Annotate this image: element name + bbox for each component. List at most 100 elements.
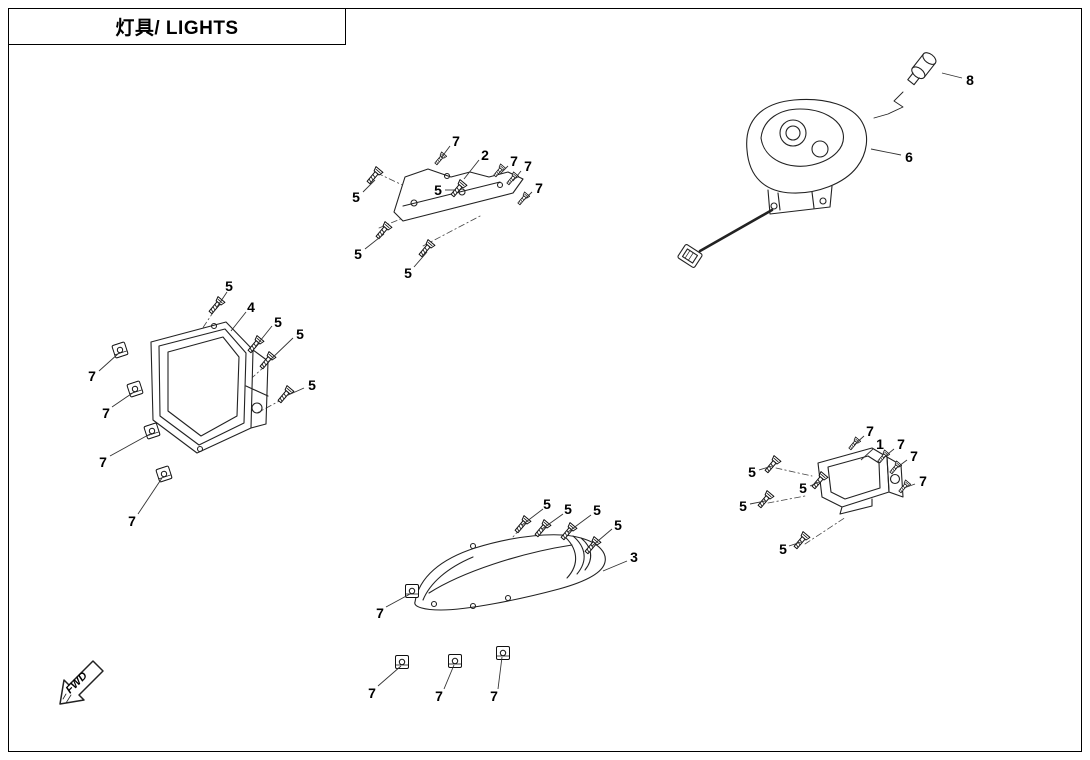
taillight-lens (779, 119, 807, 147)
callout-7: 7 (102, 405, 110, 421)
wire-connector (677, 244, 703, 268)
leader-line (882, 448, 895, 459)
callout-4: 4 (247, 299, 255, 315)
leader-line (267, 337, 294, 363)
leader-line (499, 165, 509, 175)
leader-line (860, 448, 874, 461)
callout-5: 5 (799, 480, 807, 496)
leader-line (523, 191, 533, 201)
leader-line (440, 145, 451, 159)
clip-nut-icon (155, 465, 173, 483)
callout-5: 5 (564, 501, 572, 517)
leader-line (377, 665, 402, 687)
callout-3: 3 (630, 549, 638, 565)
bracket-body (393, 168, 524, 222)
screw-icon (257, 351, 277, 371)
callout-7: 7 (910, 448, 918, 464)
screw-icon (515, 191, 531, 207)
taillight-assembly (677, 52, 937, 268)
leader-line (216, 291, 228, 308)
front-lens-assembly (394, 515, 606, 670)
leader-line (853, 435, 865, 446)
callout-7: 7 (435, 688, 443, 704)
small-light-body (817, 447, 890, 508)
callout-2: 2 (481, 147, 489, 163)
screw-icon (373, 221, 393, 241)
leader-line (809, 481, 820, 487)
callout-5: 5 (308, 377, 316, 393)
leader-line (111, 391, 135, 408)
callout-5: 5 (779, 541, 787, 557)
callout-7: 7 (919, 473, 927, 489)
leader-line (413, 251, 428, 268)
clip-nut-icon (495, 645, 511, 661)
taillight-body (746, 98, 868, 194)
screw-icon (755, 490, 775, 510)
leader-line (512, 170, 522, 182)
leader-line (285, 387, 305, 397)
callout-8: 8 (966, 72, 974, 88)
clip-nut-icon (447, 653, 463, 669)
screw-icon (887, 460, 903, 476)
bulb (907, 52, 937, 86)
callout-7: 7 (376, 605, 384, 621)
callout-1: 1 (876, 436, 884, 452)
clip-nut-icon (111, 341, 129, 359)
leader-line (602, 560, 628, 572)
screw-icon (791, 531, 811, 551)
callout-5: 5 (352, 189, 360, 205)
detail-lines (760, 108, 844, 215)
screw-icon (416, 239, 436, 259)
leader-line (255, 325, 273, 347)
clip-nut-icon (143, 422, 161, 440)
headlight-bracket-assembly (364, 151, 531, 259)
detail-lines (158, 322, 269, 453)
leader-line (894, 459, 908, 470)
bulb-spring-wire (873, 91, 904, 119)
callout-5: 5 (225, 278, 233, 294)
callout-7: 7 (866, 423, 874, 439)
leader-line (98, 352, 120, 372)
small-light-assembly (755, 436, 912, 551)
fwd-arrow: FWD (59, 660, 104, 705)
fwd-arrow-shape (59, 660, 104, 705)
callout-5: 5 (404, 265, 412, 281)
leader-line (230, 311, 247, 332)
leader-line (941, 72, 963, 79)
leader-line (109, 433, 151, 457)
screw-icon (896, 479, 912, 495)
leader-lines-layer (98, 72, 963, 690)
detail-lines (422, 534, 592, 610)
callout-7: 7 (452, 133, 460, 149)
leader-line (541, 513, 564, 530)
callout-5: 5 (593, 502, 601, 518)
callout-7: 7 (368, 685, 376, 701)
callout-7: 7 (897, 436, 905, 452)
clip-nut-icon (394, 654, 410, 670)
callout-5: 5 (296, 326, 304, 342)
leader-line (497, 656, 503, 690)
leader-line (788, 541, 802, 547)
callout-5: 5 (354, 246, 362, 262)
callout-7: 7 (490, 688, 498, 704)
leader-line (443, 664, 455, 690)
callout-7: 7 (524, 158, 532, 174)
leader-line (463, 159, 480, 180)
screw-icon (432, 151, 448, 167)
screw-icon (364, 166, 384, 186)
leader-line (567, 514, 592, 533)
callout-7: 7 (128, 513, 136, 529)
callout-7: 7 (88, 368, 96, 384)
callout-5: 5 (739, 498, 747, 514)
screw-icon (846, 436, 862, 452)
leader-line (758, 465, 773, 471)
leader-line (521, 508, 544, 526)
leader-line (137, 477, 163, 515)
callout-7: 7 (510, 153, 518, 169)
callout-7: 7 (535, 180, 543, 196)
page-title: 灯具/ LIGHTS (115, 18, 239, 39)
callout-5: 5 (614, 517, 622, 533)
